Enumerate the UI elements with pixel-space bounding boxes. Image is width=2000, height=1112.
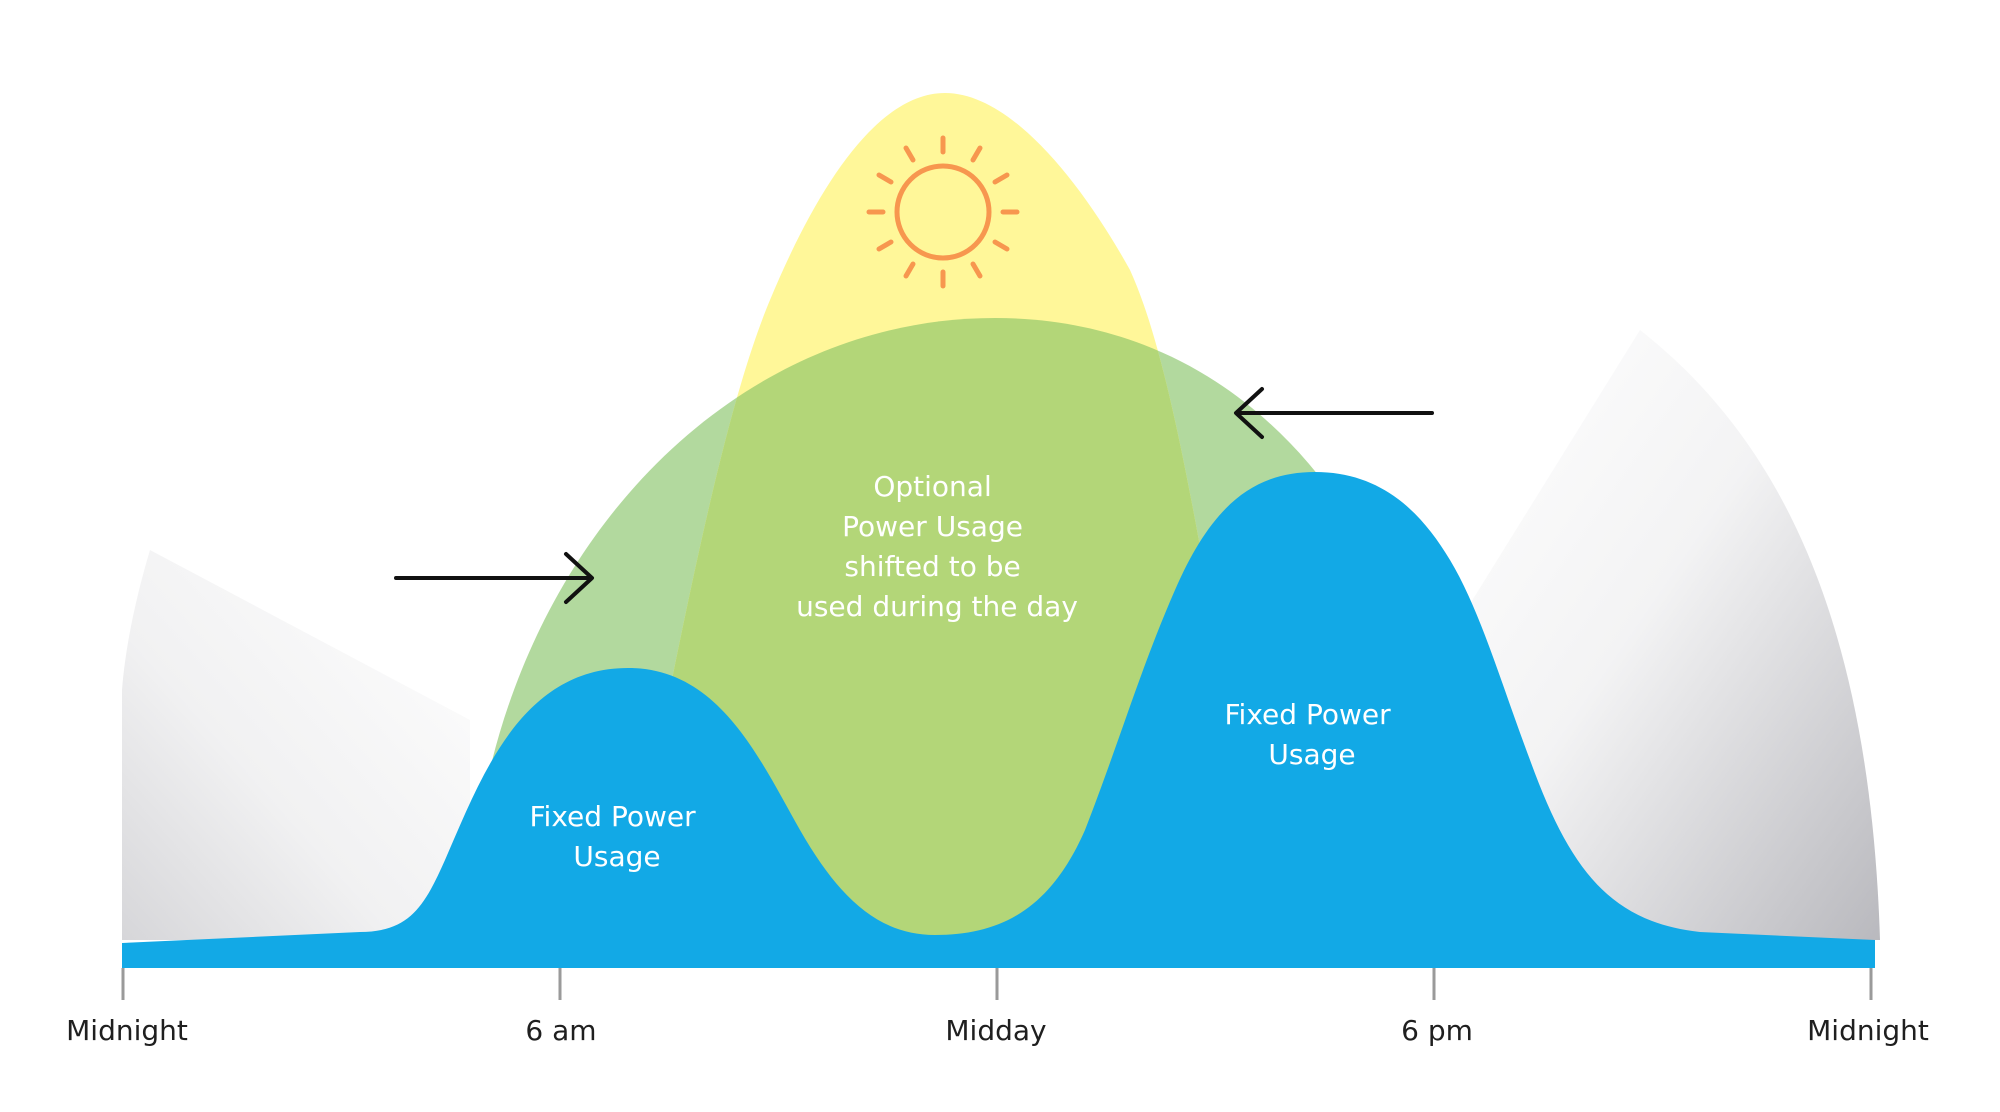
tick-label-6am: 6 am	[525, 1014, 596, 1047]
optional-usage-line-3: shifted to be	[844, 550, 1020, 583]
sun-icon	[866, 135, 1020, 289]
night-shade-right	[1460, 330, 1880, 940]
axis-ticks	[121, 968, 1873, 1000]
optional-usage-line-2: Power Usage	[842, 510, 1023, 543]
arrow-right-icon	[394, 552, 594, 604]
optional-usage-line-1: Optional	[873, 470, 991, 503]
tick-label-midday: Midday	[945, 1014, 1046, 1047]
tick-label-midnight-start: Midnight	[66, 1014, 188, 1047]
axis-tick-labels: Midnight 6 am Midday 6 pm Midnight	[66, 1014, 1929, 1047]
fixed-usage-right-label: Fixed Power Usage	[1224, 698, 1399, 771]
fixed-usage-left-line-1: Fixed Power	[529, 800, 696, 833]
night-shade-left	[122, 550, 470, 940]
tick-label-midnight-end: Midnight	[1807, 1014, 1929, 1047]
optional-usage-line-4: used during the day	[796, 590, 1078, 623]
arrow-left-icon	[1234, 387, 1434, 439]
optional-usage-label: Optional Power Usage shifted to be used …	[796, 470, 1078, 623]
fixed-usage-left-label: Fixed Power Usage	[529, 800, 704, 873]
fixed-usage-left-line-2: Usage	[573, 840, 660, 873]
tick-label-6pm: 6 pm	[1401, 1014, 1473, 1047]
fixed-usage-right-line-1: Fixed Power	[1224, 698, 1391, 731]
fixed-usage-right-line-2: Usage	[1268, 738, 1355, 771]
optional-usage-daytime-overlap	[620, 318, 1270, 940]
fixed-usage-area	[122, 472, 1875, 968]
